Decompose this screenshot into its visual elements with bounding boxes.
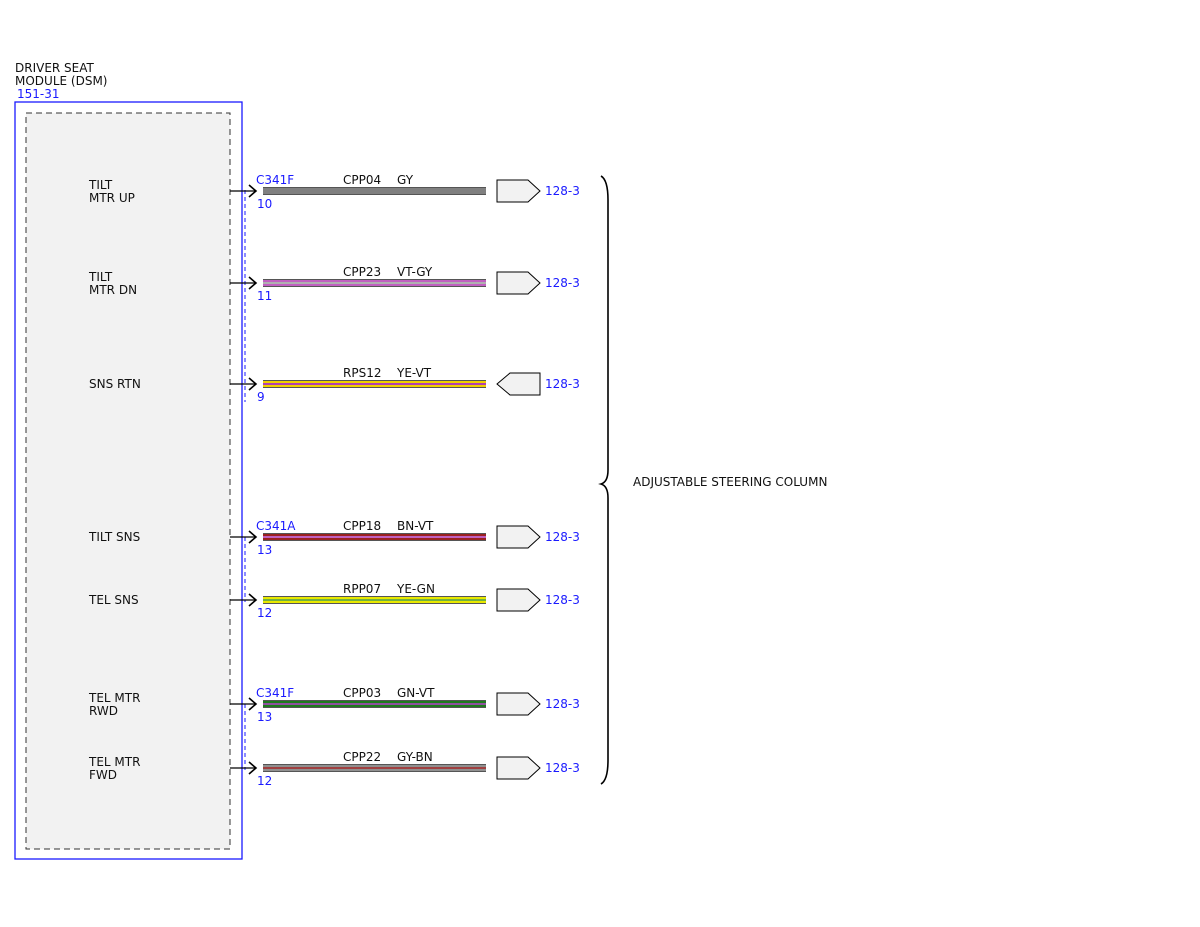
- wire-base-color: [263, 188, 486, 194]
- pin-label: TILT SNS: [88, 530, 140, 544]
- connector-link[interactable]: C341F: [256, 686, 294, 700]
- connector-flag-icon[interactable]: [496, 372, 541, 396]
- pin-arrow-icon: [248, 276, 258, 290]
- circuit-id: CPP22: [343, 750, 381, 764]
- destination-link[interactable]: 128-3: [545, 593, 580, 607]
- wire-stripe-color: [263, 536, 486, 538]
- connector-flag-icon[interactable]: [496, 756, 541, 780]
- pin-label: SNS RTN: [89, 377, 141, 391]
- wire-stripe-color: [263, 703, 486, 705]
- wire-color-code: GN-VT: [397, 686, 435, 700]
- pin-number: 12: [257, 606, 272, 620]
- pin-number: 12: [257, 774, 272, 788]
- pin-label-line2: RWD: [89, 704, 118, 718]
- pin-number: 9: [257, 390, 265, 404]
- connector-flag-icon[interactable]: [496, 271, 541, 295]
- harness-brace: [598, 175, 609, 785]
- pin-label-line1: TEL MTR: [88, 691, 140, 705]
- wire-color-code: BN-VT: [397, 519, 434, 533]
- wire-color-code: VT-GY: [397, 265, 433, 279]
- pin-arrow-icon: [248, 184, 258, 198]
- connector-flag-icon[interactable]: [496, 692, 541, 716]
- pin-number: 11: [257, 289, 272, 303]
- pin-arrow-icon: [248, 761, 258, 775]
- destination-link[interactable]: 128-3: [545, 276, 580, 290]
- module-title-line1: DRIVER SEAT: [15, 61, 95, 75]
- circuit-id: RPS12: [343, 366, 381, 380]
- pin-label-line2: MTR DN: [89, 283, 137, 297]
- destination-link[interactable]: 128-3: [545, 761, 580, 775]
- circuit-id: CPP23: [343, 265, 381, 279]
- connector-flag-icon[interactable]: [496, 179, 541, 203]
- wire-color-code: YE-VT: [396, 366, 432, 380]
- pin-label-line1: TILT: [88, 270, 113, 284]
- destination-link[interactable]: 128-3: [545, 377, 580, 391]
- circuit-id: CPP03: [343, 686, 381, 700]
- pin-label-line2: FWD: [89, 768, 117, 782]
- wire-color-code: YE-GN: [396, 582, 435, 596]
- destination-link[interactable]: 128-3: [545, 697, 580, 711]
- connector-link[interactable]: C341A: [256, 519, 296, 533]
- wire-stripe-color: [263, 599, 486, 601]
- circuit-id: CPP04: [343, 173, 381, 187]
- pin-arrow-icon: [248, 530, 258, 544]
- pin-label: TEL SNS: [88, 593, 139, 607]
- destination-link[interactable]: 128-3: [545, 530, 580, 544]
- pin-label-line1: TEL MTR: [88, 755, 140, 769]
- connector-flag-icon[interactable]: [496, 525, 541, 549]
- pin-number: 13: [257, 710, 272, 724]
- pin-label-line1: TILT: [88, 178, 113, 192]
- wire-stripe-color: [263, 282, 486, 284]
- module-title-line2: MODULE (DSM): [15, 74, 107, 88]
- connector-flag-icon[interactable]: [496, 588, 541, 612]
- destination-link[interactable]: 128-3: [545, 184, 580, 198]
- module-ref-link[interactable]: 151-31: [17, 87, 60, 101]
- wire-stripe-color: [263, 767, 486, 769]
- pin-arrow-icon: [248, 697, 258, 711]
- pin-arrow-icon: [248, 377, 258, 391]
- connector-link[interactable]: C341F: [256, 173, 294, 187]
- pin-arrow-icon: [248, 593, 258, 607]
- pin-number: 13: [257, 543, 272, 557]
- wire-color-code: GY-BN: [397, 750, 433, 764]
- pin-label-line2: MTR UP: [89, 191, 135, 205]
- wire-stripe-color: [263, 383, 486, 385]
- circuit-id: CPP18: [343, 519, 381, 533]
- wire-color-code: GY: [397, 173, 414, 187]
- circuit-id: RPP07: [343, 582, 381, 596]
- module-inner-box: [25, 112, 231, 850]
- adjustable-steering-column-label: ADJUSTABLE STEERING COLUMN: [633, 475, 827, 489]
- pin-number: 10: [257, 197, 272, 211]
